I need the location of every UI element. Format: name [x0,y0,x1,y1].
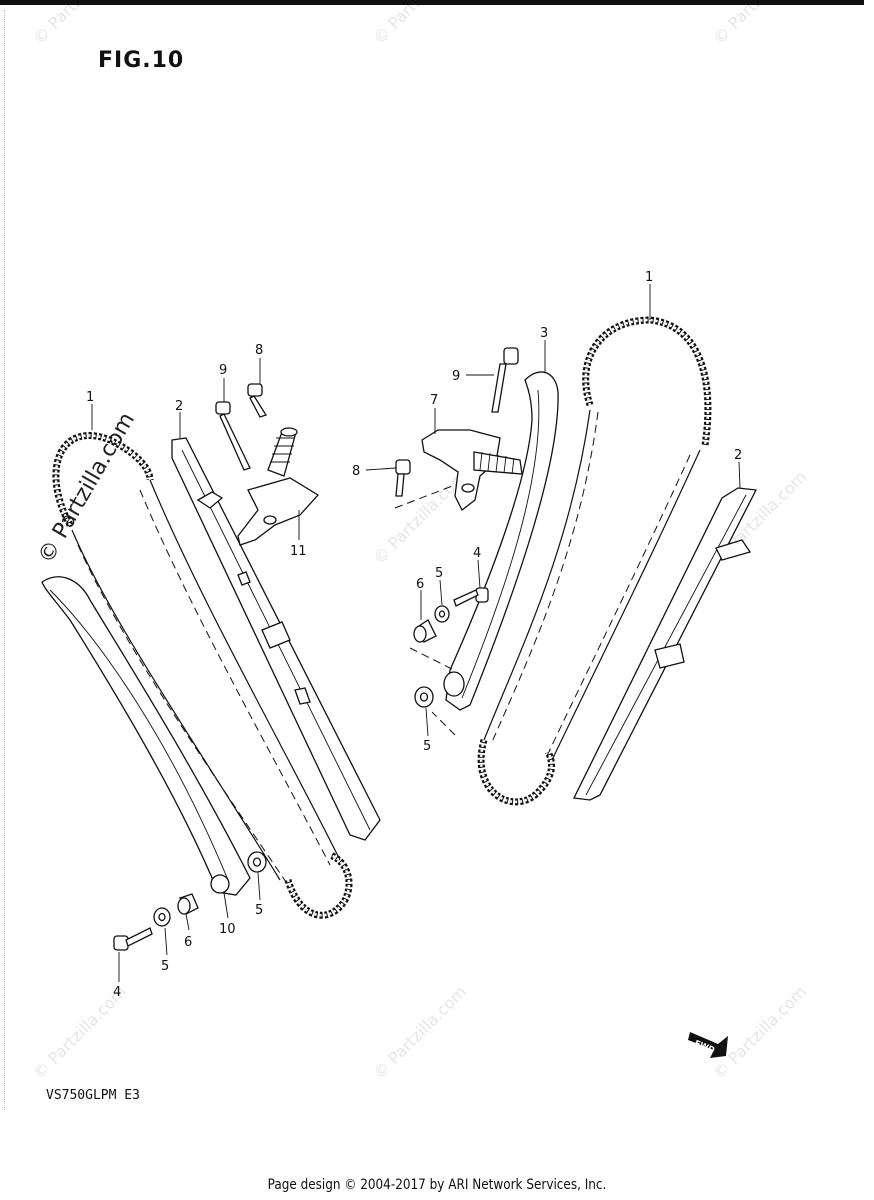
fwd-label: FWD [693,1039,716,1055]
right-washer-5-lower [414,686,434,708]
callout-4-right: 4 [473,546,481,561]
assembly-dash-lines [394,484,456,736]
left-tensioner-guide [41,576,251,896]
fwd-arrow-icon: FWD [688,1032,728,1058]
callout-11: 11 [290,544,307,559]
watermark-text: © Partzilla.com [369,0,470,48]
watermarks: © Partzilla.com © Partzilla.com © Partzi… [29,0,810,1083]
callout-5-right-upper: 5 [435,566,443,581]
callout-9-left: 9 [219,363,227,378]
callout-1-right: 1 [645,270,653,285]
callout-5-right-lower: 5 [423,739,431,754]
left-cam-chain [52,432,353,919]
left-bolt-8 [247,383,267,418]
right-washer-5 [434,605,450,623]
left-tensioner-adjuster [237,427,320,546]
left-chain-guide [171,437,381,841]
watermark-text: © Partzilla.com [709,0,810,48]
right-tensioner-adjuster [421,429,523,511]
watermark-text: © Partzilla.com [709,982,810,1083]
callout-2-right: 2 [734,448,742,463]
watermark-text: © Partzilla.com [369,467,470,568]
left-bolt-4 [113,927,153,951]
right-bolt-9 [491,347,519,413]
right-bolt-4 [453,587,489,607]
callout-10: 10 [219,922,236,937]
callout-5-left-lower: 5 [161,959,169,974]
model-code: VS750GLPM E3 [46,1088,140,1103]
right-bolt-8 [395,459,411,497]
callout-5-left-upper: 5 [255,903,263,918]
footer-copyright: Page design © 2004-2017 by ARI Network S… [267,1177,607,1193]
callout-labels: 1 2 9 8 11 10 5 5 6 4 9 7 8 3 1 2 6 5 4 … [86,270,742,1000]
right-chain-guide [573,487,758,801]
leader-lines [91,284,741,982]
right-tensioner-guide [443,371,559,711]
figure-title: FIG.10 [98,48,185,73]
left-washer-5-upper [247,851,267,873]
watermark-text: © Partzilla.com [369,982,470,1083]
callout-8-right: 8 [352,464,360,479]
callout-2-left: 2 [175,399,183,414]
callout-4-left: 4 [113,985,121,1000]
watermark-text: © Partzilla.com [29,0,130,48]
callout-7: 7 [430,393,438,408]
top-border [0,0,864,5]
right-collar-6 [413,619,437,643]
left-bolt-9 [215,401,251,471]
watermark-text-strong: © Partzilla.com [34,408,141,568]
callout-3: 3 [540,326,548,341]
callout-6-right: 6 [416,577,424,592]
left-washer-5 [153,907,171,927]
callout-9-right: 9 [452,369,460,384]
callout-8-left: 8 [255,343,263,358]
right-cam-chain [477,316,712,806]
left-collar-6 [177,893,199,915]
callout-1-left: 1 [86,390,94,405]
left-margin-line [4,10,5,1110]
callout-6-left: 6 [184,935,192,950]
